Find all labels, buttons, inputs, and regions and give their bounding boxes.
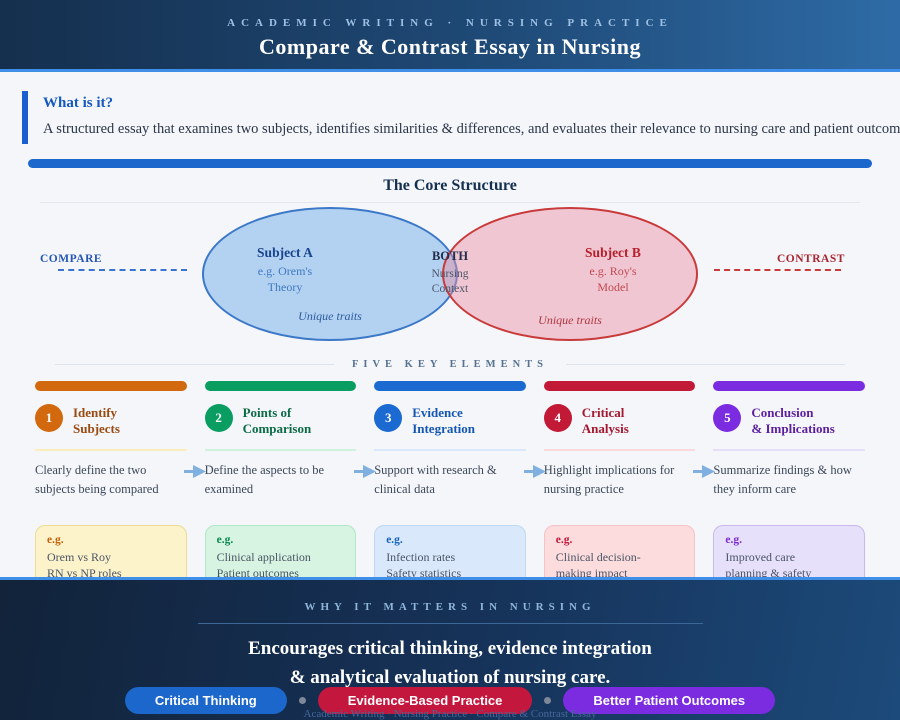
contrast-label: CONTRAST [777, 253, 845, 265]
example-text: Orem vs Roy RN vs NP roles [47, 549, 122, 580]
five-key-elements-divider: FIVE KEY ELEMENTS [55, 359, 845, 370]
card-accent-bar [713, 381, 865, 391]
header-banner: ACADEMIC WRITING · NURSING PRACTICE Comp… [0, 0, 900, 72]
example-label: e.g. [725, 533, 742, 546]
footer-banner: WHY IT MATTERS IN NURSING Encourages cri… [0, 577, 900, 720]
both-title: BOTH [431, 249, 469, 263]
element-card-2: 2 Points of Comparison Define the aspect… [204, 381, 357, 590]
step-number-badge: 5 [713, 404, 742, 432]
card-description: Support with research & clinical data [374, 462, 497, 496]
card-description: Highlight implications for nursing pract… [543, 462, 675, 496]
contrast-dashed-line [714, 269, 841, 271]
footer-headline-line2: & analytical evaluation of nursing care. [289, 667, 611, 689]
card-underline [204, 448, 357, 451]
card-accent-bar [374, 381, 526, 391]
card-accent-bar [204, 381, 357, 391]
card-title: Points of Comparison [242, 405, 312, 437]
footer-eyebrow: WHY IT MATTERS IN NURSING [304, 601, 596, 613]
flow-arrow-icon [693, 465, 715, 483]
subject-b-title: Subject B [585, 245, 641, 260]
step-number-badge: 1 [35, 404, 63, 432]
venn-diagram: Subject A e.g. Orem's Theory BOTH Nursin… [0, 203, 900, 353]
both-subtitle: Nursing Context [431, 268, 469, 295]
element-card-1: 1 Identify Subjects Clearly define the t… [35, 381, 187, 590]
subject-b-example: e.g. Roy's Model [589, 264, 637, 294]
subject-a-ellipse [202, 207, 458, 341]
dot-separator [298, 697, 306, 704]
card-title: Evidence Integration [412, 405, 476, 437]
example-label: e.g. [216, 533, 234, 546]
example-text: Infection rates Safety statistics [386, 549, 462, 580]
flow-arrow-icon [184, 465, 206, 483]
card-title: Identify Subjects [73, 405, 120, 437]
example-text: Clinical decision- making impact [555, 549, 641, 580]
subject-b-label-group: Subject B e.g. Roy's Model [543, 245, 683, 295]
flow-arrow-icon [524, 465, 546, 483]
compare-label: COMPARE [40, 253, 103, 265]
footer-credit: Academic Writing · Nursing Practice · Co… [303, 708, 597, 720]
card-underline [374, 448, 526, 451]
evidence-based-practice-pill[interactable]: Evidence-Based Practice [317, 687, 533, 714]
footer-divider [197, 623, 703, 624]
divider [40, 202, 860, 203]
card-accent-bar [543, 381, 696, 391]
card-description: Clearly define the two subjects being co… [35, 462, 159, 496]
subject-a-unique-traits: Unique traits [298, 309, 362, 323]
what-is-it-heading: What is it? [43, 95, 114, 111]
element-card-4: 4 Critical Analysis Highlight implicatio… [543, 381, 696, 590]
better-patient-outcomes-pill[interactable]: Better Patient Outcomes [563, 687, 776, 714]
both-label-group: BOTH Nursing Context [410, 249, 490, 297]
flow-arrow-icon [354, 465, 376, 483]
card-accent-bar [35, 381, 187, 391]
card-title: Conclusion & Implications [751, 405, 835, 437]
card-title: Critical Analysis [581, 405, 629, 437]
subject-b-unique-traits: Unique traits [538, 313, 602, 327]
step-number-badge: 4 [543, 404, 572, 432]
footer-headline: Encourages critical thinking, evidence i… [0, 634, 900, 693]
benefit-pills-row: Critical Thinking Evidence-Based Practic… [0, 687, 900, 714]
page-title: Compare & Contrast Essay in Nursing [259, 34, 641, 59]
step-number-badge: 3 [374, 404, 403, 432]
example-label: e.g. [555, 533, 573, 546]
dot-separator [544, 697, 552, 704]
five-key-elements-label: FIVE KEY ELEMENTS [351, 359, 549, 370]
card-description: Define the aspects to be examined [204, 462, 324, 496]
core-structure-section: The Core Structure Subject A e.g. Orem's… [0, 159, 900, 353]
example-text: Clinical application Patient outcomes [216, 549, 311, 580]
card-underline [713, 448, 865, 451]
compare-dashed-line [58, 269, 187, 271]
card-underline [543, 448, 696, 451]
core-structure-title: The Core Structure [383, 177, 517, 194]
step-number-badge: 2 [204, 404, 233, 432]
card-description: Summarize findings & how they inform car… [713, 462, 852, 496]
element-card-3: 3 Evidence Integration Support with rese… [374, 381, 526, 590]
subject-a-title: Subject A [257, 245, 313, 260]
subject-b-ellipse [442, 207, 698, 341]
subject-a-label-group: Subject A e.g. Orem's Theory [215, 245, 355, 295]
critical-thinking-pill[interactable]: Critical Thinking [124, 687, 287, 714]
section-accent-bar [28, 159, 872, 168]
footer-headline-line1: Encourages critical thinking, evidence i… [248, 638, 652, 659]
divider-line [566, 364, 845, 365]
element-card-5: 5 Conclusion & Implications Summarize fi… [713, 381, 865, 590]
what-is-it-section: What is it? A structured essay that exam… [22, 91, 900, 144]
card-underline [35, 448, 187, 451]
what-is-it-description: A structured essay that examines two sub… [43, 121, 900, 137]
example-label: e.g. [47, 533, 64, 546]
divider-line [55, 364, 334, 365]
header-eyebrow: ACADEMIC WRITING · NURSING PRACTICE [227, 17, 673, 29]
example-label: e.g. [386, 533, 403, 546]
elements-grid: 1 Identify Subjects Clearly define the t… [35, 381, 865, 590]
example-text: Improved care planning & safety [725, 549, 812, 580]
subject-a-example: e.g. Orem's Theory [257, 264, 313, 294]
